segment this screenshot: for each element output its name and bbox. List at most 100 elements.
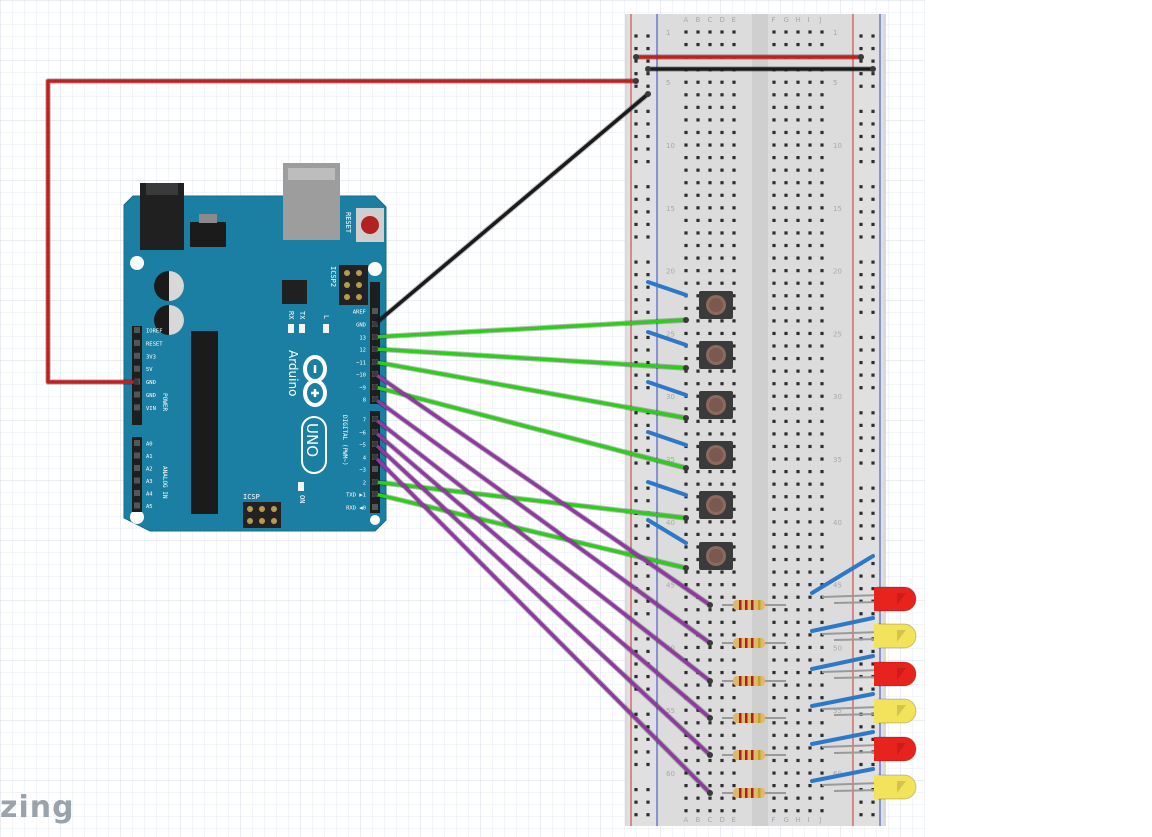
- rail-hole: [646, 737, 650, 741]
- rail-hole: [871, 260, 875, 264]
- breadboard-hole: [820, 231, 824, 235]
- breadboard-hole: [784, 382, 788, 386]
- breadboard-hole: [732, 105, 736, 109]
- led-wire: [373, 397, 712, 645]
- rail-hole: [634, 298, 638, 302]
- breadboard-hole: [772, 470, 776, 474]
- breadboard-hole: [784, 369, 788, 373]
- breadboard-hole: [796, 470, 800, 474]
- led-red: [821, 586, 917, 612]
- status-leds: [288, 324, 329, 491]
- row-number: 50: [833, 644, 842, 652]
- rail-hole: [871, 511, 875, 515]
- rail-hole: [859, 109, 863, 113]
- breadboard-hole: [784, 670, 788, 675]
- brand-label: Arduino: [286, 350, 300, 396]
- breadboard-hole: [708, 809, 712, 813]
- column-letter: D: [720, 816, 725, 824]
- breadboard-hole: [808, 620, 812, 624]
- breadboard-hole: [720, 218, 724, 222]
- breadboard-hole: [720, 168, 724, 172]
- breadboard-hole: [696, 407, 700, 411]
- rail-hole: [859, 260, 863, 264]
- breadboard-hole: [708, 80, 712, 84]
- digital-pin-label: ~3: [359, 468, 366, 474]
- pushbutton[interactable]: [699, 341, 733, 369]
- breadboard-hole: [820, 42, 824, 47]
- breadboard-holes: [634, 30, 875, 817]
- breadboard-hole: [820, 520, 824, 524]
- capacitor-2: [154, 305, 184, 335]
- rail-hole: [859, 310, 863, 314]
- breadboard-hole: [732, 545, 736, 549]
- breadboard-hole: [720, 645, 724, 650]
- breadboard-hole: [684, 758, 688, 763]
- breadboard-hole: [796, 181, 800, 185]
- breadboard-hole: [808, 269, 812, 273]
- breadboard-hole: [720, 432, 724, 436]
- digital-pin-label: ~9: [359, 386, 366, 392]
- row-number: 55: [666, 707, 675, 715]
- breadboard-hole: [696, 746, 700, 750]
- breadboard-hole: [808, 206, 812, 210]
- row-number: 1: [833, 29, 837, 37]
- breadboard-hole: [796, 407, 800, 411]
- breadboard-hole: [784, 30, 788, 34]
- breadboard-hole: [772, 658, 776, 662]
- breadboard-hole: [772, 80, 776, 84]
- resistor: [722, 750, 786, 760]
- rail-hole: [859, 536, 863, 540]
- breadboard-hole: [696, 93, 700, 97]
- rail-hole: [646, 637, 650, 641]
- breadboard-hole: [732, 570, 736, 574]
- breadboard-hole: [784, 432, 788, 436]
- pushbutton[interactable]: [699, 542, 733, 570]
- breadboard-hole: [684, 42, 688, 47]
- row-number: 30: [833, 393, 842, 401]
- breadboard-hole: [708, 758, 712, 763]
- breadboard-hole: [708, 784, 712, 788]
- breadboard-hole: [808, 658, 812, 662]
- breadboard-hole: [684, 457, 688, 461]
- pushbutton[interactable]: [699, 291, 733, 319]
- breadboard-hole: [772, 118, 776, 122]
- breadboard-hole: [808, 356, 812, 361]
- breadboard-hole: [708, 269, 712, 273]
- breadboard-hole: [684, 306, 688, 310]
- breadboard-hole: [772, 708, 776, 712]
- rail-hole: [634, 197, 638, 201]
- microcontroller-chip: [191, 331, 218, 514]
- rail-hole: [634, 674, 638, 679]
- reset-label: RESET: [344, 212, 352, 234]
- rail-hole: [859, 486, 863, 490]
- breadboard-hole: [684, 796, 688, 800]
- breadboard-hole: [820, 570, 824, 574]
- rail-hole: [646, 788, 650, 792]
- breadboard-hole: [820, 80, 824, 84]
- rail-hole: [634, 536, 638, 540]
- rail-hole: [646, 687, 650, 691]
- row-number: 1: [666, 29, 670, 37]
- digital-pin-label: ~6: [359, 431, 366, 437]
- pushbutton[interactable]: [699, 391, 733, 419]
- breadboard-hole: [684, 407, 688, 411]
- pushbutton[interactable]: [699, 491, 733, 519]
- breadboard-hole: [696, 545, 700, 549]
- rail-hole: [871, 436, 875, 440]
- breadboard-hole: [796, 545, 800, 549]
- breadboard-hole: [684, 269, 688, 273]
- breadboard-hole: [772, 331, 776, 336]
- rail-hole: [871, 160, 875, 164]
- pushbutton[interactable]: [699, 441, 733, 469]
- breadboard-hole: [784, 344, 788, 348]
- breadboard-hole: [784, 771, 788, 775]
- breadboard-hole: [720, 708, 724, 712]
- breadboard-hole: [772, 482, 776, 486]
- breadboard-hole: [708, 721, 712, 725]
- breadboard-hole: [732, 670, 736, 675]
- rail-hole: [646, 160, 650, 164]
- jumper-wire: [646, 380, 688, 397]
- breadboard-hole: [820, 319, 824, 323]
- rail-hole: [634, 185, 638, 189]
